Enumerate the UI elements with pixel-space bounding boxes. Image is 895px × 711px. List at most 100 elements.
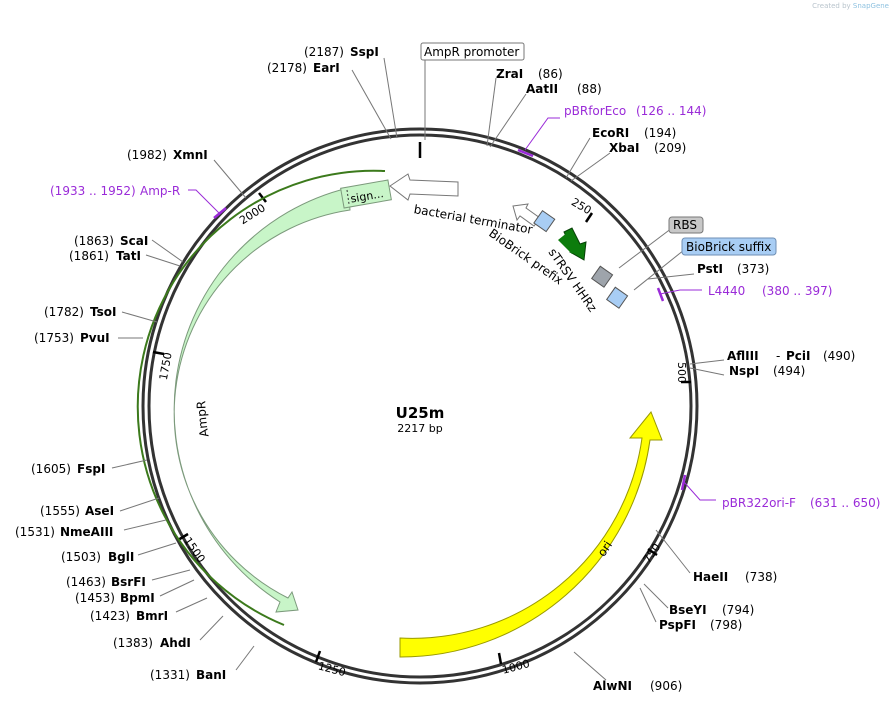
ruler-label-1000: 1000 <box>501 657 531 677</box>
site-connector <box>123 519 167 531</box>
snapgene-credit: Created by SnapGene <box>812 2 889 10</box>
site-connector <box>383 57 398 139</box>
primer-mark-pBR322ori <box>680 474 687 491</box>
site-connector <box>159 579 195 597</box>
site-pos-ZraI: (86) <box>538 67 563 81</box>
site-name-ScaI: ScaI <box>120 234 148 248</box>
site-pos-XmnI: (1982) <box>127 148 167 162</box>
primer-name-pBRforEco: pBRforEco <box>564 104 626 118</box>
site-dash-PciI: - <box>776 349 780 363</box>
site-name-BsrFI: BsrFI <box>111 575 146 589</box>
site-connector <box>145 254 181 267</box>
primer-range-pBRforEco: (126 .. 144) <box>636 104 706 118</box>
ruler-tick <box>177 532 189 542</box>
site-connector <box>121 311 158 323</box>
site-name-AflIII: AflIII <box>727 349 759 363</box>
primer-mark-pBRforEco <box>517 148 534 158</box>
site-name-AlwNI: AlwNI <box>593 679 632 693</box>
site-connector <box>486 77 497 147</box>
site-pos-TatI: (1861) <box>69 249 109 263</box>
backbone-inner <box>147 133 693 679</box>
rbs-label: RBS <box>673 218 697 232</box>
primer-connector <box>188 189 221 215</box>
biobrick-prefix-box <box>533 209 556 233</box>
site-name-BpmI: BpmI <box>120 591 155 605</box>
bacterial-terminator-arrow <box>389 173 459 201</box>
site-connector <box>119 497 160 512</box>
site-name-TsoI: TsoI <box>90 305 116 319</box>
site-pos-EarI: (2178) <box>267 61 307 75</box>
ampr-strand-line <box>136 169 386 626</box>
site-name-PvuI: PvuI <box>80 331 110 345</box>
site-connector <box>689 367 725 376</box>
site-name-XbaI: XbaI <box>609 141 639 155</box>
site-connector <box>199 615 224 641</box>
site-pos-NmeAIII: (1531) <box>15 525 55 539</box>
credit-prefix: Created by <box>812 2 851 10</box>
signal-label: sign... <box>350 187 385 206</box>
site-connector <box>655 529 691 574</box>
ruler-label-500: 500 <box>675 362 688 383</box>
site-name-PstI: PstI <box>697 262 723 276</box>
site-connector <box>573 651 607 681</box>
rbs-label-box <box>668 216 704 234</box>
site-pos-AatII: (88) <box>577 82 602 96</box>
site-name-BseYI: BseYI <box>669 603 707 617</box>
ruler-tick <box>152 350 165 356</box>
site-pos-AlwNI: (906) <box>650 679 682 693</box>
primer-mark-L4440 <box>656 287 665 302</box>
site-pos-ScaI: (1863) <box>74 234 114 248</box>
site-connector <box>213 159 247 199</box>
ruler-tick <box>584 212 594 223</box>
site-pos-BsrFI: (1463) <box>66 575 106 589</box>
site-connector <box>647 273 695 280</box>
biobrick-suffix-connector <box>633 249 685 291</box>
site-name-ZraI: ZraI <box>496 67 523 81</box>
site-pos-AhdI: (1383) <box>113 636 153 650</box>
site-pos-BmrI: (1423) <box>90 609 130 623</box>
primer-range-pBR322ori: (631 .. 650) <box>810 496 880 510</box>
site-pos-BpmI: (1453) <box>75 591 115 605</box>
site-name-SspI: SspI <box>350 45 379 59</box>
site-name-HaeII: HaeII <box>693 570 728 584</box>
sTRSV-arrow-body <box>558 232 578 254</box>
primer-connector <box>524 117 560 151</box>
signal-feature <box>340 179 392 209</box>
ampr-label: AmpR <box>194 400 211 438</box>
primer-connector <box>659 289 702 295</box>
primer-name-Amp-R: Amp-R <box>140 184 180 198</box>
site-pos-XbaI: (209) <box>654 141 686 155</box>
site-pos-BseYI: (794) <box>722 603 754 617</box>
primer-mark-Amp-R <box>213 207 227 219</box>
site-name-XmnI: XmnI <box>173 148 208 162</box>
primer-name-pBR322ori: pBR322ori-F <box>722 496 796 510</box>
ori-feature-arrow <box>399 411 663 658</box>
site-connector <box>111 459 148 469</box>
site-name-PciI: PciI <box>786 349 811 363</box>
rbs-box <box>590 265 614 288</box>
primer-range-L4440: (380 .. 397) <box>762 284 832 298</box>
site-pos-PstI: (373) <box>737 262 769 276</box>
site-connector <box>570 152 611 182</box>
site-pos-AflIII: (490) <box>823 349 855 363</box>
ampr-label-path: AmpR <box>194 400 211 438</box>
site-name-AatII: AatII <box>526 82 558 96</box>
plasmid-name: U25m <box>396 404 445 422</box>
site-connector <box>643 583 669 609</box>
site-pos-AseI: (1555) <box>40 504 80 518</box>
site-name-TatI: TatI <box>116 249 141 263</box>
primer-range-Amp-R: (1933 .. 1952) <box>50 184 136 198</box>
site-connector <box>689 359 725 365</box>
site-pos-PspFI: (798) <box>710 618 742 632</box>
ruler-tick <box>497 652 503 665</box>
site-pos-HaeII: (738) <box>745 570 777 584</box>
site-name-BglI: BglI <box>108 550 134 564</box>
backbone-outer <box>141 127 699 685</box>
site-connector <box>351 69 392 140</box>
site-pos-NspI: (494) <box>773 364 805 378</box>
ampr-promoter-label: AmpR promoter <box>424 45 519 59</box>
site-connector <box>175 597 208 613</box>
plasmid-length: 2217 bp <box>397 422 442 435</box>
site-name-AhdI: AhdI <box>160 636 191 650</box>
site-connector <box>565 137 591 179</box>
